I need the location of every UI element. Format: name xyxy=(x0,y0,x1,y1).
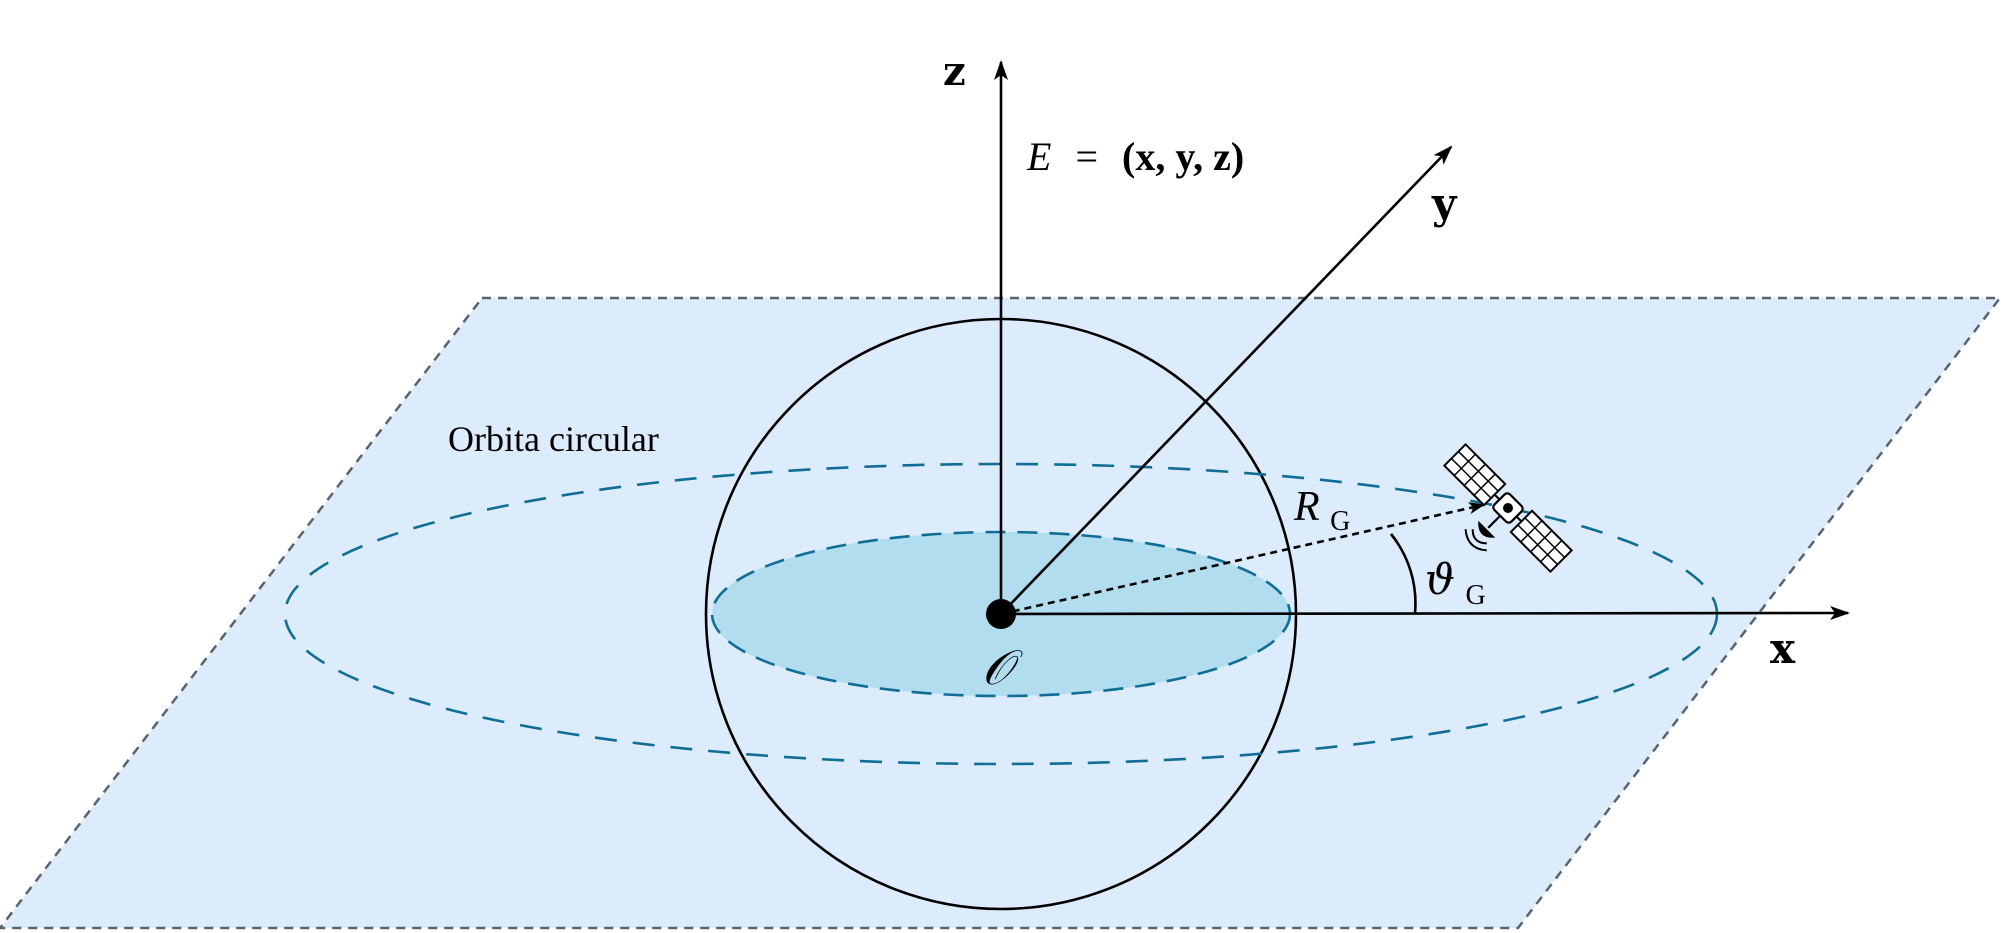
z-axis-label: z xyxy=(943,48,966,95)
radius-label: R G xyxy=(1293,484,1350,537)
angle-arc xyxy=(1389,533,1417,614)
frame-tuple: (x, y, z) xyxy=(1122,134,1244,179)
frame-lhs: E xyxy=(1026,134,1051,179)
frame-eq: = xyxy=(1075,134,1098,179)
orbit-label: Orbita circular xyxy=(448,419,659,459)
angle-label-sub: G xyxy=(1466,580,1486,611)
frame-label: E = (x, y, z) xyxy=(1026,134,1244,179)
radius-vector xyxy=(1000,502,1485,616)
angle-label: ϑ G xyxy=(1425,555,1486,611)
satellite-icon xyxy=(1442,442,1574,574)
y-axis-label: y xyxy=(1431,179,1458,228)
angle-label-main: ϑ xyxy=(1425,555,1455,604)
y-axis xyxy=(1000,145,1453,615)
x-axis xyxy=(1000,606,1850,621)
origin-point xyxy=(986,599,1016,629)
radius-label-sub: G xyxy=(1330,506,1350,537)
x-axis-label: x xyxy=(1770,624,1796,673)
radius-label-main: R xyxy=(1293,484,1320,530)
